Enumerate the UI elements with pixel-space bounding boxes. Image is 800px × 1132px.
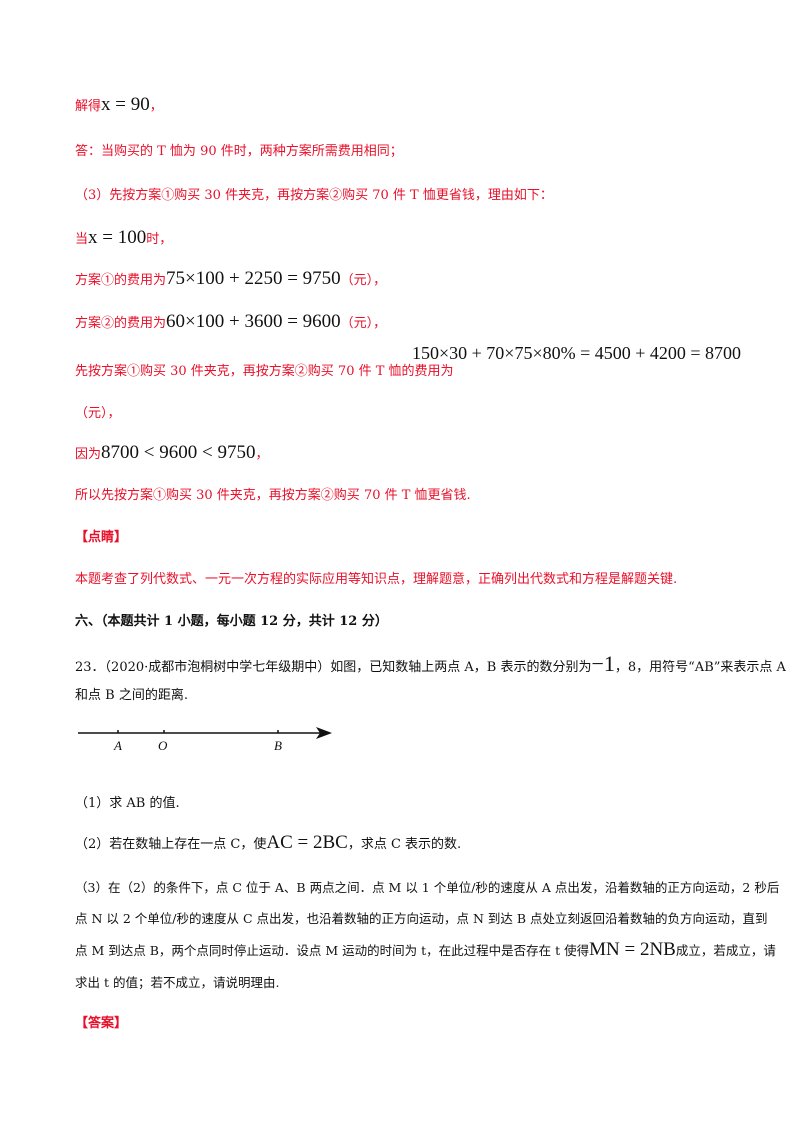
text: ，8，用符号“AB”来表示点 A <box>614 660 786 675</box>
answer-heading: 【答案】 <box>75 1016 128 1031</box>
equation: MN = 2NB <box>589 939 676 960</box>
solution-line-2: 答：当购买的 T 恤为 90 件时，两种方案所需费用相同； <box>75 144 403 159</box>
equation: AC = 2BC <box>266 832 348 853</box>
comment-heading: 【点睛】 <box>75 530 128 545</box>
problem-intro-line-2: 和点 B 之间的距离. <box>75 688 188 703</box>
axis-label-a: A <box>113 738 122 753</box>
solution-line-5: 方案①的费用为75×100 + 2250 = 9750（元）， <box>75 269 386 291</box>
question-3-line-3: 点 M 到达点 B，两个点同时停止运动．设点 M 运动的时间为 t，在此过程中是… <box>75 940 776 961</box>
text: （元）， <box>340 316 387 331</box>
solution-line-6: 方案②的费用为60×100 + 3600 = 9600（元）， <box>75 312 386 334</box>
equation: x = 100 <box>88 227 147 248</box>
equation: 60×100 + 3600 = 9600 <box>166 311 341 332</box>
text: 点 M 到达点 B，两个点同时停止运动．设点 M 运动的时间为 t，在此过程中是… <box>75 943 590 958</box>
solution-line-1: 解得x = 90， <box>75 95 163 117</box>
text: 当 <box>75 232 89 247</box>
solution-line-7-text: 先按方案①购买 30 件夹克，再按方案②购买 70 件 T 恤的费用为 <box>75 364 454 379</box>
comment-text: 本题考查了列代数式、一元一次方程的实际应用等知识点，理解题意，正确列出代数式和方… <box>75 572 678 587</box>
equation: x = 90 <box>101 94 150 115</box>
text: 23．（2020·成都市泡桐树中学七年级期中）如图，已知数轴上两点 A，B 表示… <box>75 660 592 675</box>
question-2: （2）若在数轴上存在一点 C，使AC = 2BC，求点 C 表示的数. <box>75 833 461 855</box>
question-3-line-2: 点 N 以 2 个单位/秒的速度从 C 点出发，也沿着数轴的正方向运动，点 N … <box>75 911 768 926</box>
problem-intro-line-1: 23．（2020·成都市泡桐树中学七年级期中）如图，已知数轴上两点 A，B 表示… <box>75 651 786 678</box>
question-3-line-4: 求出 t 的值；若不成立，请说明理由. <box>75 975 280 990</box>
arrow-head-icon <box>316 727 332 739</box>
text: 方案①的费用为 <box>75 273 167 288</box>
axis-label-o: O <box>158 738 168 753</box>
solution-line-10: 所以先按方案①购买 30 件夹克，再按方案②购买 70 件 T 恤更省钱. <box>75 488 471 503</box>
text: （元）， <box>340 273 387 288</box>
question-1: （1）求 AB 的值. <box>75 796 180 811</box>
text: 时， <box>146 232 173 247</box>
equation: 75×100 + 2250 = 9750 <box>166 268 341 289</box>
number-line-figure: A O B <box>78 727 332 753</box>
solution-line-9: 因为8700 < 9600 < 9750， <box>75 443 268 465</box>
text: 方案②的费用为 <box>75 316 167 331</box>
text: 因为 <box>75 447 102 462</box>
solution-line-8: （元）， <box>75 406 121 421</box>
solution-line-7-equation: 150×30 + 70×75×80% = 4500 + 4200 = 8700 <box>412 343 742 363</box>
equation: 8700 < 9600 < 9750 <box>101 442 256 463</box>
text: ， <box>149 99 163 114</box>
text: 成立，若成立，请 <box>675 943 776 958</box>
axis-label-b: B <box>274 738 282 753</box>
solution-line-3: （3）先按方案①购买 30 件夹克，再按方案②购买 70 件 T 恤更省钱，理由… <box>75 188 553 203</box>
text: ， <box>255 447 269 462</box>
solution-line-4: 当x = 100时， <box>75 228 172 250</box>
question-3-line-1: （3）在（2）的条件下，点 C 位于 A、B 两点之间．点 M 以 1 个单位/… <box>75 880 780 895</box>
text: 解得 <box>75 99 102 114</box>
text: ，求点 C 表示的数. <box>347 837 462 852</box>
equation: −1 <box>591 651 615 676</box>
section-title: 六、（本题共计 1 小题，每小题 12 分，共计 12 分） <box>75 614 388 629</box>
text: （2）若在数轴上存在一点 C，使 <box>75 837 267 852</box>
